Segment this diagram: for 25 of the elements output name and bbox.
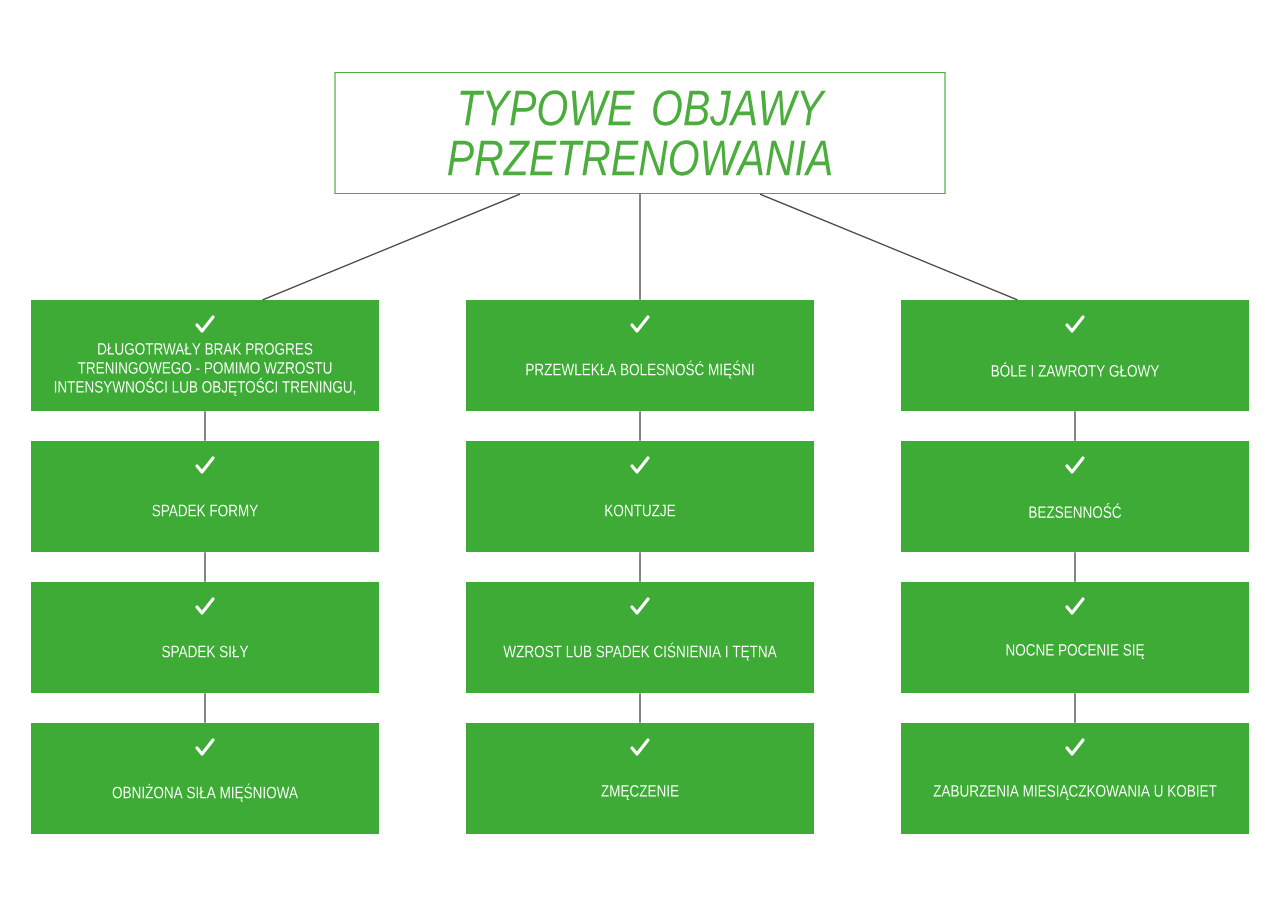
connector-line bbox=[204, 551, 206, 583]
symptom-box: NOCNE POCENIE SIĘ bbox=[901, 582, 1249, 693]
symptom-box: OBNIŻONA SIŁA MIĘŚNIOWA bbox=[31, 723, 379, 834]
connector-line bbox=[639, 410, 641, 442]
symptom-box: SPADEK FORMY bbox=[31, 441, 379, 552]
symptom-box: BEZSENNOŚĆ bbox=[901, 441, 1249, 552]
connector-line bbox=[759, 193, 1019, 301]
connector-line bbox=[1074, 692, 1076, 724]
symptom-box: KONTUZJE bbox=[466, 441, 814, 552]
connector-line bbox=[261, 193, 521, 301]
symptom-box: DŁUGOTRWAŁY BRAK PROGRES TRENINGOWEGO - POMIMO WZROSTU INTENSYWNOŚCI LUB OBJĘTOŚCI TRENINGU, bbox=[31, 300, 379, 411]
title-box: TYPOWE OBJAWY PRZETRENOWANIA bbox=[334, 71, 946, 195]
connector-line bbox=[1074, 551, 1076, 583]
symptom-box: ZABURZENIA MIESIĄCZKOWANIA U KOBIET bbox=[901, 723, 1249, 834]
connector-line bbox=[639, 193, 641, 301]
symptom-box: ZMĘCZENIE bbox=[466, 723, 814, 834]
symptom-box: PRZEWLEKŁA BOLESNOŚĆ MIĘŚNI bbox=[466, 300, 814, 411]
connector-line bbox=[639, 692, 641, 724]
symptom-box: SPADEK SIŁY bbox=[31, 582, 379, 693]
symptom-box: WZROST LUB SPADEK CIŚNIENIA I TĘTNA bbox=[466, 582, 814, 693]
connector-line bbox=[1074, 410, 1076, 442]
connector-line bbox=[204, 410, 206, 442]
symptom-box: BÓLE I ZAWROTY GŁOWY bbox=[901, 300, 1249, 411]
connector-line bbox=[639, 551, 641, 583]
connector-line bbox=[204, 692, 206, 724]
